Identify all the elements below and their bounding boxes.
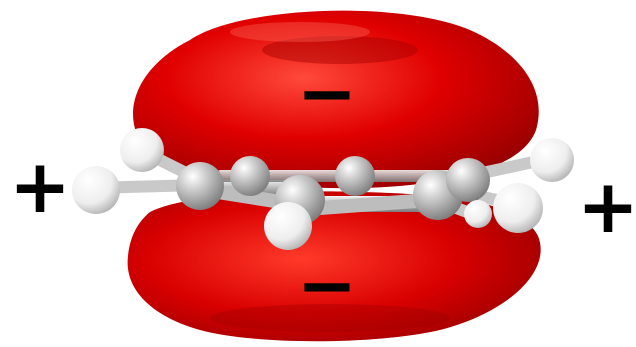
hydrogen-atom	[120, 128, 164, 172]
left-side-sign: +	[9, 144, 71, 230]
carbon-atom	[446, 158, 490, 202]
lower-lobe-sign: −	[297, 243, 357, 327]
carbon-atom	[176, 162, 224, 210]
hydrogen-atom	[72, 166, 120, 214]
carbon-atom	[230, 156, 270, 196]
hydrogen-atom	[530, 138, 574, 182]
hydrogen-atom	[464, 200, 492, 228]
upper-lobe-sign: −	[297, 51, 357, 135]
carbon-atom	[335, 156, 375, 196]
right-side-sign: +	[577, 164, 636, 250]
hydrogen-atom	[493, 183, 543, 233]
